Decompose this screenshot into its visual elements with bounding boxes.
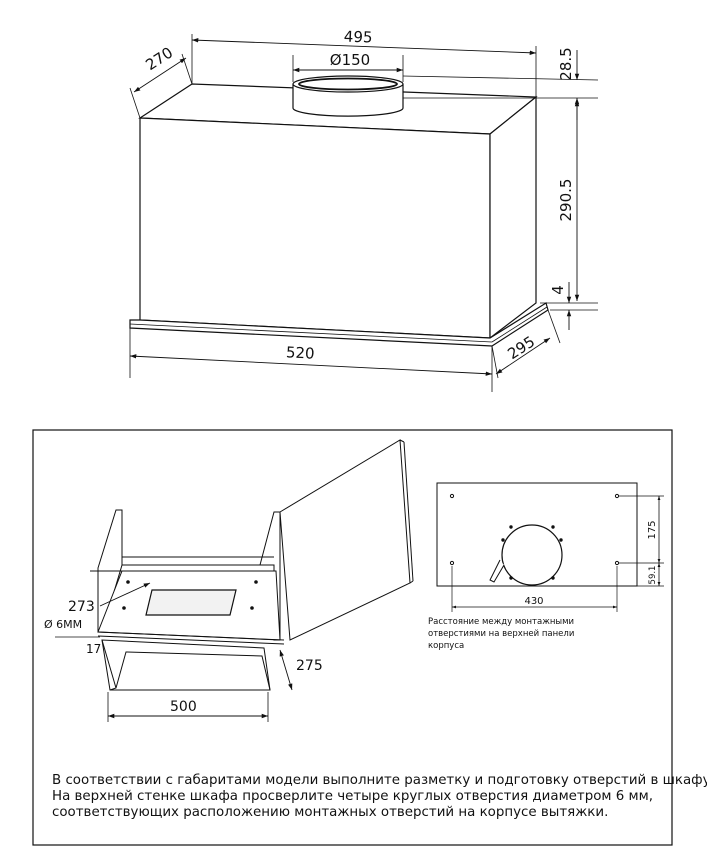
dim-body-height: 290.5: [557, 179, 575, 222]
top-panel-plan: [436, 482, 664, 612]
panel-hole-bottom-right: [614, 560, 620, 566]
dim-front-offset: 17: [86, 642, 101, 656]
cabinet-cutout: [145, 589, 237, 616]
duct-collar: [292, 75, 404, 117]
install-panel-frame: [32, 429, 673, 846]
hood-front-face: [139, 117, 491, 339]
hood-bottom-panel: [129, 302, 549, 347]
dim-cutout-depth: 275: [296, 658, 323, 674]
dim-hole-spacing-x: 430: [524, 596, 543, 607]
cabinet-hole-1: [126, 580, 130, 584]
instruction-line-2: На верхней стенке шкафа просверлите четы…: [52, 789, 654, 804]
hood-drawing: [129, 34, 599, 392]
cabinet-drawing: [55, 439, 414, 722]
duct-opening: [501, 524, 563, 586]
dim-depth-bottom: 295: [504, 332, 538, 363]
panel-note-line-2: отверстиями на верхней панели: [428, 629, 574, 639]
dim-cutout-width: 500: [170, 699, 197, 715]
top-panel-outline: [436, 482, 638, 587]
cabinet-door: [279, 439, 411, 641]
dim-bottom-offset: 4: [549, 285, 567, 295]
instruction-line-3: соответствующих расположению монтажных о…: [52, 805, 609, 820]
dim-hole-offset-y: 59.1: [648, 566, 658, 585]
dim-hole-spacing-y: 175: [647, 520, 658, 539]
dim-depth-top: 270: [142, 43, 176, 74]
panel-hole-bottom-left: [449, 560, 455, 566]
cabinet-lower-section: [101, 639, 271, 691]
hood-side-face: [489, 95, 537, 340]
cabinet-hole-2: [254, 580, 258, 584]
panel-hole-top-left: [449, 493, 455, 499]
cabinet-hole-4: [250, 606, 254, 610]
installation-instructions: В соответствии с габаритами модели выпол…: [52, 773, 707, 821]
dim-duct-height: 28.5: [557, 47, 575, 80]
panel-note-line-1: Расстояние между монтажными: [428, 617, 574, 627]
instruction-line-1: В соответствии с габаритами модели выпол…: [52, 773, 707, 788]
dim-duct-diameter: Ø150: [330, 51, 370, 69]
dim-hole-offset: 273: [68, 599, 95, 615]
panel-note-line-3: корпуса: [428, 641, 464, 651]
panel-hole-top-right: [614, 493, 620, 499]
dim-width-bottom: 520: [286, 343, 315, 362]
dim-hole-diameter: Ø 6MM: [44, 618, 82, 631]
cabinet-hole-3: [122, 606, 126, 610]
dim-width-top: 495: [344, 27, 373, 46]
